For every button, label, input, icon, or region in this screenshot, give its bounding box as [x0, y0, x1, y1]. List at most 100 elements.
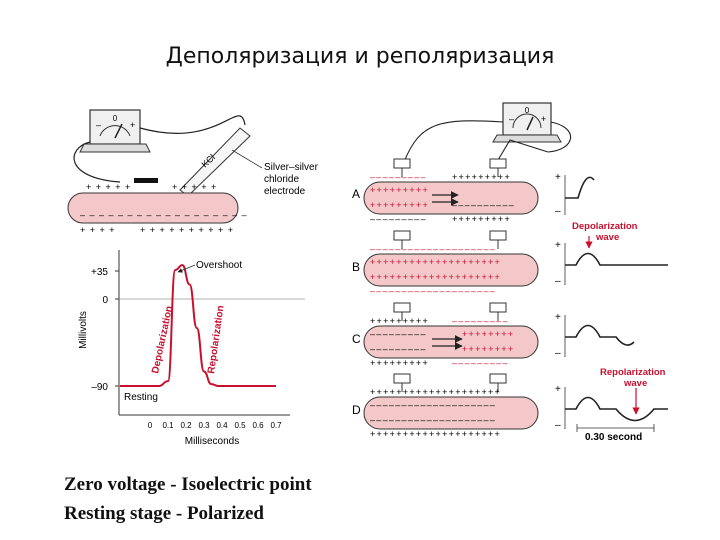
meter-plus-label: +: [130, 120, 135, 130]
xtick-label: 0.2: [180, 421, 192, 430]
xtick-label: 0.4: [216, 421, 228, 430]
meter-zero-label: 0: [113, 114, 118, 123]
y-axis-label: Millivolts: [78, 311, 89, 349]
electrode-box: [393, 373, 411, 384]
svg-text:+ + + + +: + + + + +: [86, 182, 131, 192]
wire-left-a: [73, 141, 121, 183]
charge-row: ++++++++++++++++++++: [370, 257, 501, 267]
svg-text:+ + + +: + + + +: [80, 225, 116, 235]
x-axis-label: Milliseconds: [185, 436, 239, 447]
ecg-d-minus: –: [555, 420, 561, 431]
electrode-label-line1: Silver–silver: [264, 162, 319, 173]
ecg-b-plus: +: [555, 240, 561, 251]
stage-fiber: [363, 325, 539, 359]
slide-title: Деполяризация и реполяризация: [165, 44, 555, 69]
ecg-b-minus: –: [555, 276, 561, 287]
stage-fibers: ––––––––– +++++++++ +++++++++ +++++++++ ––––…: [363, 158, 539, 439]
charge-row: ––––––––––: [452, 200, 515, 210]
electrode-box: [489, 230, 507, 241]
meter-right-minus-label: –: [509, 114, 514, 124]
caption-polarized: Resting stage - Polarized: [64, 503, 264, 524]
wire-right-a: [403, 120, 504, 163]
electrode-box: [393, 230, 411, 241]
nerve-fiber-left: + + + + + + + + + + – – – – – – – – – – …: [67, 178, 248, 235]
repolarization-label: Repolarization: [206, 305, 226, 375]
ecg-a-minus: –: [555, 206, 561, 217]
overshoot-label: Overshoot: [196, 260, 242, 271]
ytick-zero: 0: [102, 295, 108, 306]
electrode-box: [489, 158, 507, 169]
stage-fiber: [363, 396, 539, 430]
charge-row: ++++++++: [462, 329, 514, 339]
svg-text:+ + + + +: + + + + +: [172, 182, 217, 192]
meter-right-zero-label: 0: [525, 106, 530, 115]
wire-left-b: [139, 115, 246, 134]
ecg-d-plus: +: [555, 384, 561, 395]
stage-label-c: C: [352, 332, 361, 346]
xtick-label: 0.3: [198, 421, 210, 430]
wire-right-c: [497, 139, 549, 161]
ecg-a-plus: +: [555, 172, 561, 183]
charge-row: +++++++++: [370, 200, 429, 210]
charge-row: ––––––––––––––––––––: [370, 244, 496, 254]
ecg-trace-d: + –: [555, 384, 668, 432]
meter-right-plus-label: +: [541, 114, 546, 124]
action-potential-curve: [120, 264, 276, 387]
xtick-label: 0.5: [234, 421, 246, 430]
ecg-trace-a: + –: [555, 172, 595, 217]
charge-row: +++++++++: [370, 316, 429, 326]
ytick-minus90: –90: [91, 382, 108, 393]
charge-row: ++++++++: [462, 344, 514, 354]
charge-row: +++++++++: [370, 185, 429, 195]
ecg-trace-c: + –: [555, 312, 635, 359]
charge-row: –––––––––: [370, 344, 427, 354]
charge-row: +++++++++: [452, 214, 511, 224]
ecg-c-minus: –: [555, 348, 561, 359]
electrode-box: [393, 302, 411, 313]
stage-label-d: D: [352, 403, 361, 417]
voltmeter-left: 0 – +: [79, 109, 151, 153]
charge-row: +++++++++: [370, 358, 429, 368]
voltmeter-right: 0 – +: [492, 102, 562, 143]
xtick-label: 0: [148, 421, 153, 430]
charge-row: –––––––––: [452, 316, 509, 326]
stage-label-b: B: [352, 260, 360, 274]
charge-row: ++++++++++++++++++++: [370, 429, 501, 439]
charge-row: ––––––––––––––––––––: [370, 286, 496, 296]
charge-row: ++++++++++++++++++++: [370, 387, 501, 397]
charge-row: –––––––––: [370, 214, 427, 224]
meter-minus-label: –: [96, 120, 101, 130]
charge-row: ++++++++++++++++++++: [370, 272, 501, 282]
electrode-label-line2: chloride: [264, 174, 299, 185]
charge-row: –––––––––: [370, 329, 427, 339]
svg-text:– – – – – – – – – – – – – – –: – – – – – – – – – – – – – – – – – –: [80, 210, 248, 220]
svg-text:+ + + + + + + + + +: + + + + + + + + + +: [140, 225, 234, 235]
ecg-c-plus: +: [555, 312, 561, 323]
action-potential-plot: +35 0 –90 Millivolts 0 0.1 0.2 0.3 0.4 0.5 0.6…: [78, 250, 305, 447]
stage-fiber: [363, 253, 539, 287]
resting-label: Resting: [124, 392, 158, 403]
electrode-box: [489, 373, 507, 384]
caption-isoelectric: Zero voltage - Isoelectric point: [64, 474, 312, 495]
charge-row: ––––––––––––––––––––: [370, 400, 496, 410]
electrode-label-line3: electrode: [264, 186, 306, 197]
ytick-plus35: +35: [91, 267, 108, 278]
electrode-box: [489, 302, 507, 313]
xtick-label: 0.7: [270, 421, 282, 430]
x-ticks: 0 0.1 0.2 0.3 0.4 0.5 0.6 0.7: [148, 421, 282, 430]
xtick-label: 0.6: [252, 421, 264, 430]
wire-right-b: [547, 121, 572, 153]
electrode-box: [393, 158, 411, 169]
interval-label: 0.30 second: [585, 432, 642, 443]
charge-row: –––––––––: [452, 358, 509, 368]
ecg-trace-b: + –: [555, 236, 668, 287]
charge-row: –––––––––: [370, 172, 427, 182]
charge-row: ––––––––––––––––––––: [370, 415, 496, 425]
charge-row: +++++++++: [452, 172, 511, 182]
stage-label-a: A: [352, 187, 360, 201]
xtick-label: 0.1: [162, 421, 174, 430]
